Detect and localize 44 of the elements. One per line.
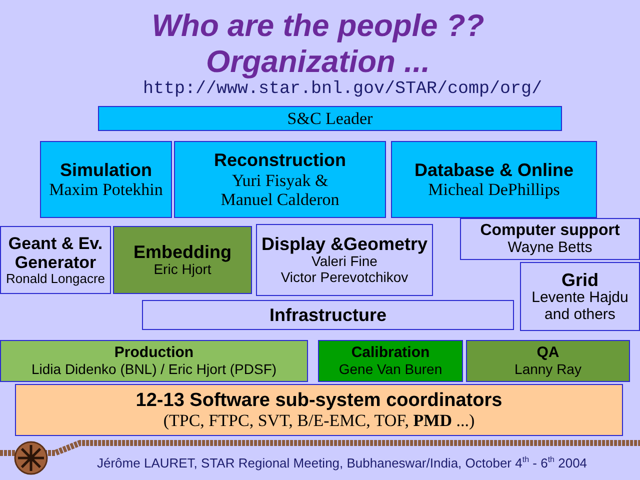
outlined-box <box>0 226 111 294</box>
team-title: Grid <box>561 270 598 290</box>
team-title: 12-13 Software sub-system coordinators <box>136 390 502 412</box>
team-title: Infrastructure <box>269 304 387 326</box>
outlined-box <box>460 218 640 260</box>
team-title: Reconstruction <box>214 150 346 171</box>
member-text: Eric Hjort <box>154 262 212 278</box>
member-text: Victor Perevotchikov <box>280 270 408 286</box>
member-text: Lidia Didenko (BNL) / Eric Hjort (PDSF) <box>31 362 277 378</box>
outlined-box <box>142 300 514 330</box>
team-box <box>15 384 623 436</box>
team-box <box>318 340 463 382</box>
team-box <box>0 340 308 382</box>
team-title: Embedding <box>134 242 232 262</box>
team-title: Simulation <box>60 160 152 180</box>
member-text: Levente Hajdu and others <box>530 290 630 324</box>
outlined-box <box>520 262 640 331</box>
member-text: (TPC, FTPC, SVT, B/E-EMC, TOF, PMD ...) <box>163 411 475 430</box>
team-box <box>466 340 630 382</box>
slide-title: Who are the people ?? Organization ... <box>150 8 486 80</box>
outlined-box <box>256 224 433 296</box>
team-title: Production <box>114 344 194 362</box>
member-text: Micheal DePhillips <box>428 180 560 200</box>
team-box <box>40 141 172 218</box>
team-title: Database & Online <box>414 160 574 180</box>
team-title: Display &Geometry <box>261 234 428 254</box>
team-box <box>98 106 562 131</box>
member-text: Yuri Fisyak & Manuel Calderon <box>220 170 340 209</box>
member-text: Ronald Longacre <box>6 272 106 286</box>
team-title: S&C Leader <box>287 108 373 128</box>
team-title: Computer support <box>480 222 620 240</box>
team-box <box>391 141 597 218</box>
footer-text: Jérôme LAURET, STAR Regional Meeting, Bubhaneswar/India, October 4$^{th}$ - 6$^{th}$ 2004 <box>97 455 588 470</box>
member-text: Lanny Ray <box>514 362 582 378</box>
team-title: Geant & Ev. Generator <box>7 234 104 272</box>
team-box <box>113 226 252 294</box>
team-title: Calibration <box>351 344 430 362</box>
member-text: Wayne Betts <box>508 240 592 256</box>
member-text: Valeri Fine <box>312 254 378 270</box>
team-box <box>174 141 386 218</box>
url-text: http://www.star.bnl.gov/STAR/comp/org/ <box>143 79 542 99</box>
team-title: QA <box>536 344 560 362</box>
member-text: Gene Van Buren <box>338 362 442 378</box>
member-text: Maxim Potekhin <box>49 180 163 200</box>
